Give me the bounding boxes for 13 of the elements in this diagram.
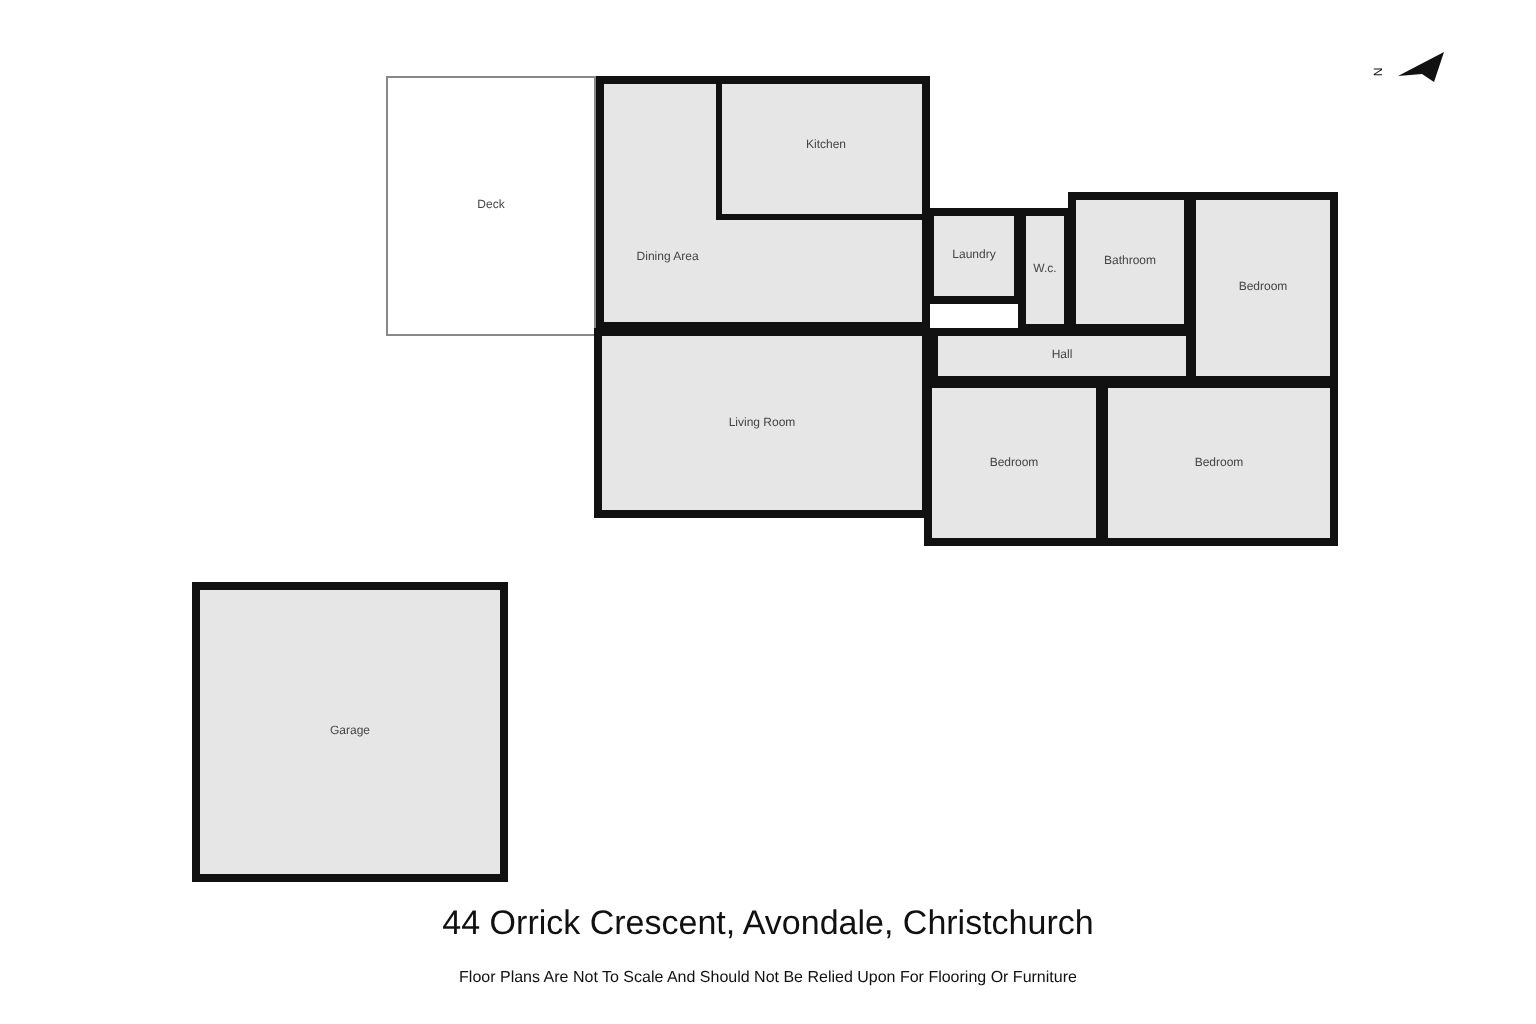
room <box>596 76 930 330</box>
room <box>1188 192 1338 384</box>
room <box>926 208 1022 304</box>
room <box>930 328 1194 384</box>
disclaimer-caption: Floor Plans Are Not To Scale And Should Not Be Relied Upon For Flooring Or Furniture <box>457 968 1079 986</box>
room <box>594 328 930 518</box>
room <box>1018 208 1072 332</box>
room <box>192 582 508 882</box>
plan-title: 44 Orrick Crescent, Avondale, Christchurch <box>440 904 1096 944</box>
deck-area <box>386 76 596 336</box>
room <box>1100 380 1338 546</box>
room <box>924 380 1104 546</box>
room <box>1068 192 1192 332</box>
